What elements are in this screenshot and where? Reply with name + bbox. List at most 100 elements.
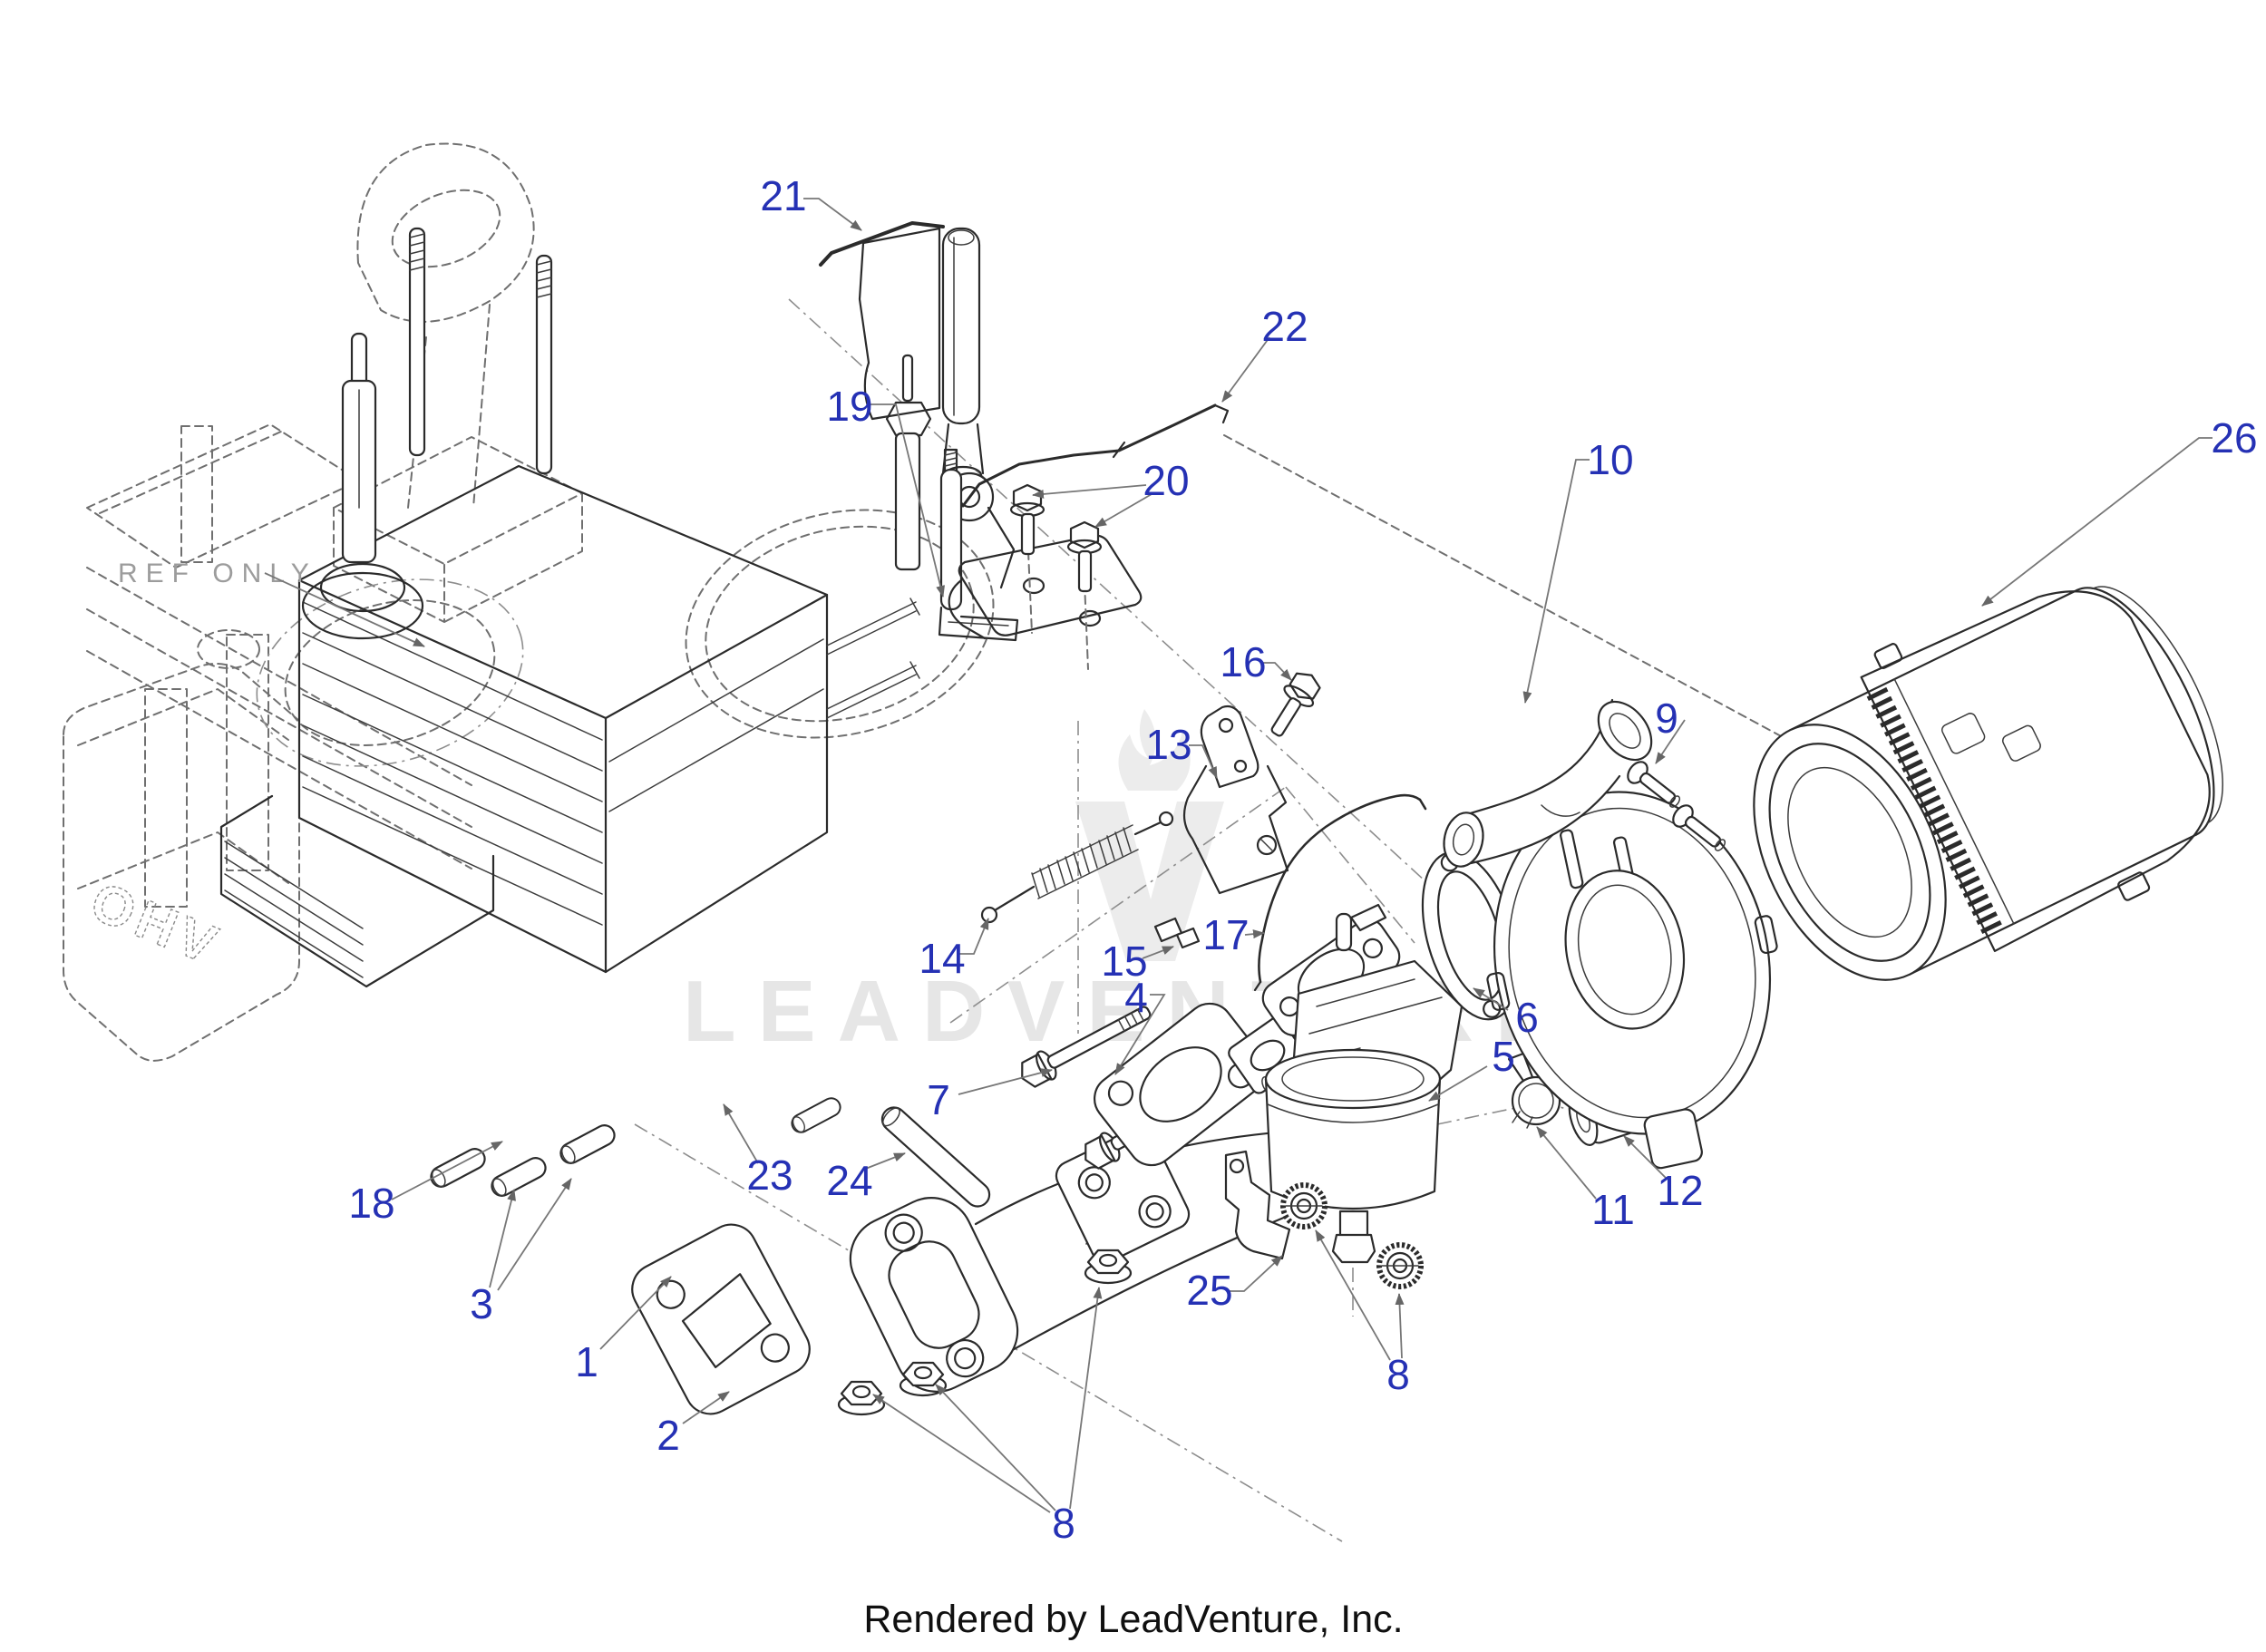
part-number-9[interactable]: 9 <box>1655 695 1678 742</box>
leader-line-3 <box>489 1189 516 1288</box>
leader-line-25 <box>1229 1255 1283 1292</box>
spark-plug-stud <box>885 354 932 571</box>
part-number-2[interactable]: 2 <box>656 1412 680 1459</box>
leader-line-8 <box>1395 1293 1405 1359</box>
part-number-10[interactable]: 10 <box>1587 436 1633 483</box>
leader-line-15 <box>1142 946 1174 959</box>
part-number-24[interactable]: 24 <box>826 1157 872 1204</box>
callout-25: 25 <box>1186 1255 1283 1314</box>
leader-line-8 <box>872 1394 1051 1513</box>
air-filter-cartridge-26 <box>1753 586 2223 981</box>
muffler-ref: OHV <box>63 629 300 1062</box>
cylinder-studs <box>408 227 553 475</box>
part-number-8[interactable]: 8 <box>1386 1351 1410 1398</box>
callout-15: 15 <box>1101 938 1174 985</box>
part-number-11[interactable]: 11 <box>1591 1186 1635 1233</box>
leader-line-11 <box>1536 1126 1597 1200</box>
part-number-25[interactable]: 25 <box>1186 1267 1232 1314</box>
knurled-nut-8d <box>1283 1185 1325 1227</box>
choke-lever-13 <box>1182 705 1289 895</box>
callout-22: 22 <box>1221 303 1308 403</box>
part-number-3[interactable]: 3 <box>470 1280 493 1327</box>
watermark-flame-logo <box>1118 709 1191 791</box>
callout-16: 16 <box>1220 638 1292 685</box>
control-bracket-21 <box>819 221 981 425</box>
callout-10: 10 <box>1522 436 1634 704</box>
ref-only-label: REF ONLY <box>118 559 317 588</box>
part-number-12[interactable]: 12 <box>1657 1167 1703 1214</box>
leader-line-8 <box>935 1384 1056 1511</box>
part-number-22[interactable]: 22 <box>1261 303 1308 350</box>
leader-line-16 <box>1262 662 1292 681</box>
leader-line-8 <box>1069 1287 1103 1510</box>
part-number-14[interactable]: 14 <box>919 935 965 982</box>
callout-17: 17 <box>1202 911 1265 958</box>
leader-line-18 <box>391 1141 503 1200</box>
leader-line-26 <box>1981 437 2213 607</box>
part-number-15[interactable]: 15 <box>1101 938 1147 985</box>
leader-line-20 <box>1094 493 1152 528</box>
callout-21: 21 <box>760 172 862 231</box>
ref-only-leader <box>264 572 425 647</box>
callout-11: 11 <box>1536 1126 1635 1233</box>
cylinder-barrel <box>219 794 495 988</box>
watermark-v-mark <box>1075 802 1224 961</box>
leader-line-21 <box>803 198 862 231</box>
governor-spring-14 <box>980 811 1174 924</box>
part-number-21[interactable]: 21 <box>760 172 806 219</box>
part-number-8[interactable]: 8 <box>1052 1500 1075 1547</box>
carb-gasket-4 <box>1093 1002 1269 1167</box>
choke-link-wire-17 <box>1253 793 1427 992</box>
leader-line-13 <box>1189 744 1218 779</box>
callout-18: 18 <box>348 1141 503 1227</box>
leader-line-20 <box>1032 484 1147 499</box>
callout-26: 26 <box>1981 414 2258 607</box>
part-number-5[interactable]: 5 <box>1492 1033 1515 1080</box>
leader-line-6 <box>1473 987 1509 1011</box>
knurled-nut-8e <box>1379 1245 1421 1287</box>
governor-rod-22 <box>961 403 1230 508</box>
bolt-16 <box>1259 666 1327 743</box>
callout-13: 13 <box>1145 721 1218 779</box>
part-number-16[interactable]: 16 <box>1220 638 1266 685</box>
leader-line-22 <box>1221 336 1270 403</box>
callout-5: 5 <box>1428 1033 1515 1102</box>
leader-line-9 <box>1655 719 1686 764</box>
cooling-fins <box>302 601 824 926</box>
muffler-embossed-text: OHV <box>83 870 229 977</box>
part-number-19[interactable]: 19 <box>826 383 872 430</box>
heat-shield-ref <box>86 423 472 908</box>
part-number-17[interactable]: 17 <box>1202 911 1249 958</box>
flange-bolt-20b <box>1066 520 1103 593</box>
footer-credit: Rendered by LeadVenture, Inc. <box>863 1598 1403 1641</box>
flange-bolt-20a <box>1009 483 1045 556</box>
throttle-lever-ref <box>356 142 535 509</box>
callout-19: 19 <box>826 383 945 598</box>
part-number-6[interactable]: 6 <box>1515 994 1539 1041</box>
part-number-4[interactable]: 4 <box>1124 974 1148 1021</box>
leader-line-7 <box>958 1068 1053 1095</box>
part-number-7[interactable]: 7 <box>927 1076 950 1123</box>
part-number-26[interactable]: 26 <box>2211 414 2257 462</box>
part-number-13[interactable]: 13 <box>1145 721 1191 768</box>
crankshaft <box>301 332 424 640</box>
leader-line-3 <box>497 1178 572 1291</box>
mounting-plate <box>948 534 1143 670</box>
dowel-pin-3b <box>556 1121 619 1168</box>
dowel-pin-3a <box>487 1153 550 1200</box>
part-number-20[interactable]: 20 <box>1143 457 1189 504</box>
cylinder-fins <box>224 841 364 978</box>
part-number-23[interactable]: 23 <box>746 1152 793 1199</box>
breather-elbow-10 <box>1443 698 1653 868</box>
flywheel-ref <box>256 578 524 767</box>
leader-line-10 <box>1522 459 1590 704</box>
key-pin-15 <box>1153 917 1201 949</box>
part-number-18[interactable]: 18 <box>348 1180 394 1227</box>
callout-20: 20 <box>1032 457 1190 528</box>
leader-line-1 <box>599 1276 672 1350</box>
part-number-1[interactable]: 1 <box>575 1338 598 1385</box>
callout-8: 8 <box>872 1287 1103 1547</box>
